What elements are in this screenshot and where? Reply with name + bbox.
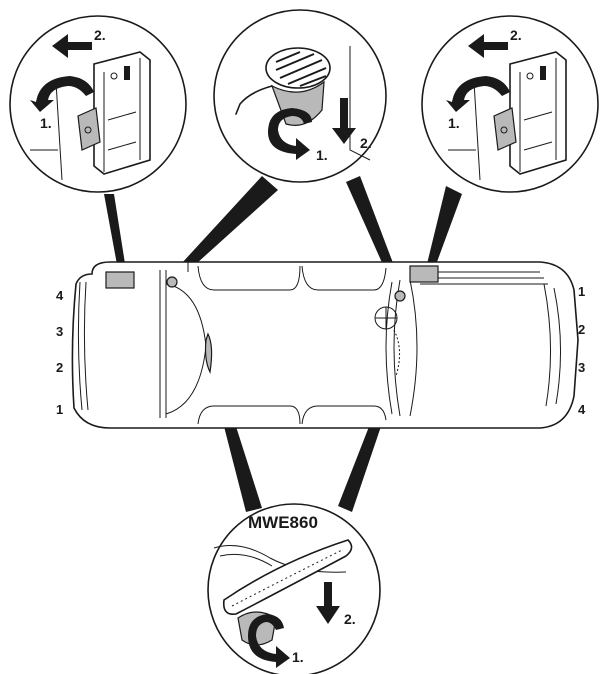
sensor-unit (93, 51, 151, 175)
step-1-label: 1. (316, 147, 328, 163)
step-2-label: 2. (510, 27, 522, 43)
step-1-label: 1. (40, 115, 52, 131)
bracket-clip (493, 107, 517, 151)
model-label: MWE860 (248, 513, 318, 532)
leader-top-center-left (170, 176, 278, 282)
seat-number-right-1: 1 (578, 284, 585, 299)
callout-top-right: 1. 2. (421, 15, 599, 193)
mount-point-right (394, 290, 406, 302)
arrow-step-2 (52, 34, 92, 58)
sensor-pad-rear (105, 271, 135, 289)
side-sensor (204, 332, 213, 374)
seat-number-left-2: 3 (56, 324, 63, 339)
arrow-step-1 (268, 108, 312, 160)
arrow-step-1 (30, 76, 94, 112)
step-2-label: 2. (360, 135, 372, 151)
callout-top-center: 1. 2. (213, 9, 387, 183)
callout-bottom: MWE860 1. 2. (207, 503, 381, 674)
vehicle-outline (71, 261, 579, 429)
seat-numbers-right: 1 2 3 4 (578, 284, 586, 417)
leader-top-left (104, 194, 126, 270)
seat-number-right-3: 3 (578, 360, 585, 375)
mount-point-left (166, 276, 178, 288)
callout-top-left: 1. 2. (9, 15, 187, 193)
seat-number-left-4: 1 (56, 402, 63, 417)
step-2-label: 2. (344, 611, 356, 627)
round-sensor-head (265, 47, 331, 89)
seat-number-right-2: 2 (578, 322, 585, 337)
seat-number-left-1: 4 (56, 288, 64, 303)
step-1-label: 1. (448, 115, 460, 131)
sensor-unit (509, 51, 567, 175)
arrow-step-2 (468, 34, 508, 58)
leader-top-right (426, 186, 462, 270)
step-1-label: 1. (292, 649, 304, 665)
arrow-step-2 (316, 582, 340, 624)
rear-view-mirror (222, 539, 353, 616)
seat-number-left-3: 2 (56, 360, 63, 375)
step-2-label: 2. (94, 27, 106, 43)
arrow-step-2 (332, 98, 356, 144)
sensor-pad-front (409, 265, 439, 283)
seat-number-right-4: 4 (578, 402, 586, 417)
arrow-step-1 (248, 614, 290, 668)
bracket-clip (77, 107, 101, 151)
vehicle-top-view (71, 261, 579, 429)
seat-numbers-left: 4 3 2 1 (56, 288, 64, 417)
arrow-step-1 (446, 76, 510, 112)
